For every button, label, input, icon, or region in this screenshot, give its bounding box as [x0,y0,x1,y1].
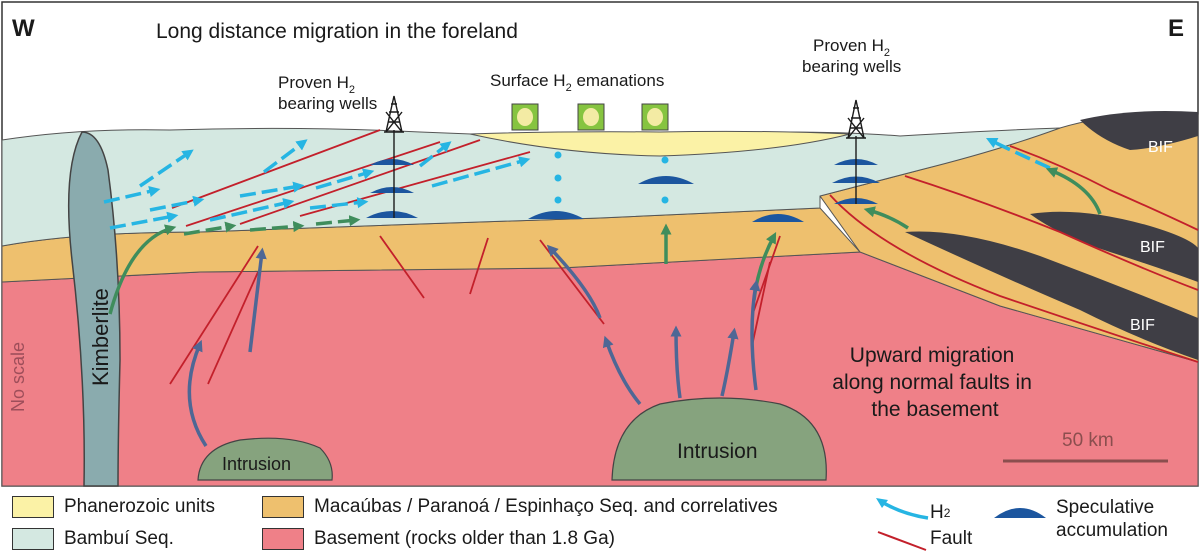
intrusion-left-body [197,437,333,481]
legend-speculative-text-2: accumulation [1056,520,1168,541]
bif-band-upper [1080,111,1198,150]
legend-basement-swatch [262,528,304,550]
proven-wells-right-label: Proven H2 bearing wells [802,36,901,76]
legend-basement: Basement (rocks older than 1.8 Ga) [262,528,615,550]
bambui-layer [1,127,1061,247]
legend-macaubas: Macaúbas / Paranoá / Espinhaço Seq. and … [262,496,778,518]
cross-section-diagram: W E Long distance migration in the forel… [1,1,1199,487]
intrusion-left-label: Intrusion [222,454,291,474]
phanerozoic-layer [469,130,851,157]
legend-h2-subscript: 2 [943,506,951,520]
east-label: E [1168,15,1184,42]
thrust-faults [829,145,1199,363]
legend: Phanerozoic units Bambuí Seq. Macaúbas /… [0,488,1200,559]
kimberlite-label: Kimberlite [88,288,113,386]
surface-emanations-label: Surface H2 emanations [490,71,664,94]
well-right [846,99,866,204]
speculative-accumulations [366,159,880,222]
legend-bambui: Bambuí Seq. [12,528,174,550]
emanation-boxes [511,103,669,131]
legend-bambui-text: Bambuí Seq. [64,528,174,549]
bif-label-2: BIF [1140,239,1165,256]
bif-band-middle [1030,211,1198,282]
h2-migration-arrows [103,137,1051,230]
legend-fault-text: Fault [930,528,973,549]
diagram-title: Long distance migration in the foreland [156,20,518,43]
legend-phanerozoic: Phanerozoic units [12,496,215,518]
legend-fault-line-icon [877,531,927,551]
bif-label-3: BIF [1130,317,1155,334]
legend-macaubas-swatch [262,496,304,518]
upward-migration-label: Upward migration along normal faults in … [832,344,1037,421]
legend-h2-arrow-icon [876,498,929,520]
west-label: W [12,15,35,42]
proven-wells-left-label: Proven H2 bearing wells [278,73,377,113]
no-scale-label: No scale [8,342,28,412]
bif-label-1: BIF [1148,139,1173,156]
well-left [384,95,404,218]
kimberlite-pipe [67,131,121,487]
legend-speculative: Speculative accumulation [1056,496,1168,542]
legend-bambui-swatch [12,528,54,550]
intrusion-center-label: Intrusion [677,440,758,463]
legend-phanerozoic-swatch [12,496,54,518]
scale-bar-label: 50 km [1062,430,1114,451]
bif-band-lower [905,231,1198,360]
legend-accumulation-icon [994,508,1046,518]
legend-fault: Fault [930,528,972,550]
basement-migration-arrows [187,244,761,447]
legend-h2-text: H [930,502,944,523]
legend-macaubas-text: Macaúbas / Paranoá / Espinhaço Seq. and … [314,496,778,517]
green-migration-arrows [108,167,1102,315]
legend-phanerozoic-text: Phanerozoic units [64,496,216,517]
legend-basement-text: Basement (rocks older than 1.8 Ga) [314,528,615,549]
intrusion-center-body [611,397,827,481]
legend-speculative-text-1: Speculative [1056,497,1155,518]
h2-seepage-dots [554,151,669,204]
